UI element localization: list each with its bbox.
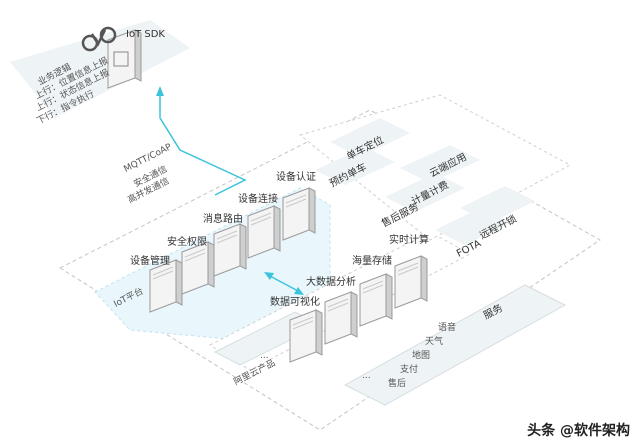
module-mass-storage: 海量存储 — [352, 256, 392, 267]
services-panel — [343, 284, 567, 406]
service-weather: 天气 — [425, 337, 444, 347]
module-message-routing: 消息路由 — [203, 214, 243, 225]
service-payment: 支付 — [400, 365, 419, 375]
module-device-authentication: 设备认证 — [276, 172, 316, 183]
module-device-management: 设备管理 — [130, 256, 170, 267]
aliyun-ellipsis: ... — [260, 351, 269, 361]
module-big-data-analysis: 大数据分析 — [306, 277, 356, 288]
bicycle-icon — [81, 26, 117, 52]
sdk-panel — [10, 20, 190, 118]
module-security-permission: 安全权限 — [167, 237, 207, 248]
service-after-sales: 售后 — [388, 379, 407, 389]
platform-data-link — [267, 274, 301, 293]
services-ellipsis: ... — [362, 371, 371, 381]
sdk-title: IoT SDK — [126, 29, 165, 40]
watermark: 头条 @软件架构 — [527, 423, 630, 439]
module-realtime-compute: 实时计算 — [389, 235, 429, 246]
service-map: 地图 — [412, 351, 431, 361]
module-data-visualization: 数据可视化 — [270, 297, 320, 308]
module-device-connection: 设备连接 — [238, 194, 278, 205]
service-voice: 语音 — [438, 323, 457, 333]
mqtt-connection-line — [159, 92, 247, 196]
